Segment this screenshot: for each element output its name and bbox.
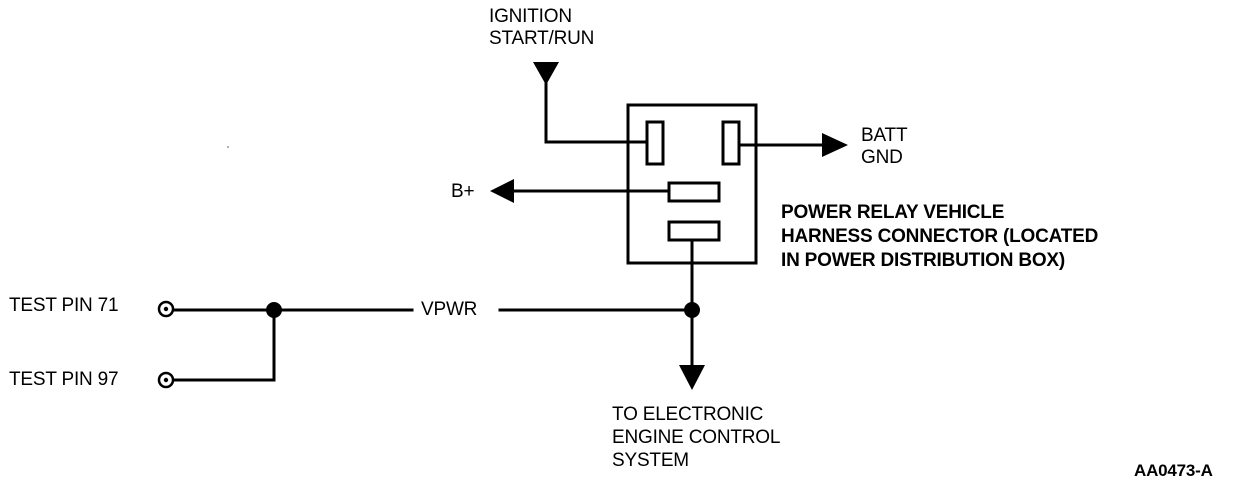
test-pin-97-label: TEST PIN 97	[9, 369, 119, 390]
connector-label-line3: IN POWER DISTRIBUTION BOX)	[781, 250, 1066, 271]
eec-label-line1: TO ELECTRONIC	[612, 404, 764, 425]
ignition-label-line1: IGNITION	[489, 6, 572, 27]
test-pin-71-terminal-dot	[163, 306, 169, 312]
junction-vpwr	[684, 302, 700, 318]
test-pin-71-terminal	[157, 300, 175, 318]
batt-label: BATT	[861, 125, 908, 146]
eec-label-line3: SYSTEM	[612, 450, 689, 471]
bplus-arrow	[490, 179, 514, 203]
ignition-label-line2: START/RUN	[489, 28, 595, 49]
vpwr-label: VPWR	[421, 299, 478, 320]
eec-label-line2: ENGINE CONTROL	[612, 427, 781, 448]
speck	[227, 146, 229, 148]
test-pin-71-label: TEST PIN 71	[9, 295, 119, 316]
figure-id: AA0473-A	[1134, 461, 1213, 480]
connector-pin-vpwr	[667, 220, 721, 242]
ignition-arrow	[533, 62, 559, 85]
test-pin-97-terminal	[157, 371, 175, 389]
connector-label-line1: POWER RELAY VEHICLE	[781, 202, 1005, 223]
bplus-label: B+	[451, 181, 475, 202]
wire-test-pin-97	[173, 308, 276, 382]
test-pin-97-terminal-dot	[163, 377, 169, 383]
connector-label-line2: HARNESS CONNECTOR (LOCATED	[781, 226, 1099, 247]
batt-gnd-arrow	[822, 133, 848, 157]
gnd-label: GND	[861, 147, 903, 168]
junction-test-pins	[266, 302, 282, 318]
connector-pin-bplus	[667, 181, 721, 203]
eec-arrow	[679, 365, 705, 390]
connector-pin-ignition	[645, 120, 665, 166]
wire-ignition	[544, 76, 649, 144]
connector-pin-ground	[721, 120, 741, 166]
